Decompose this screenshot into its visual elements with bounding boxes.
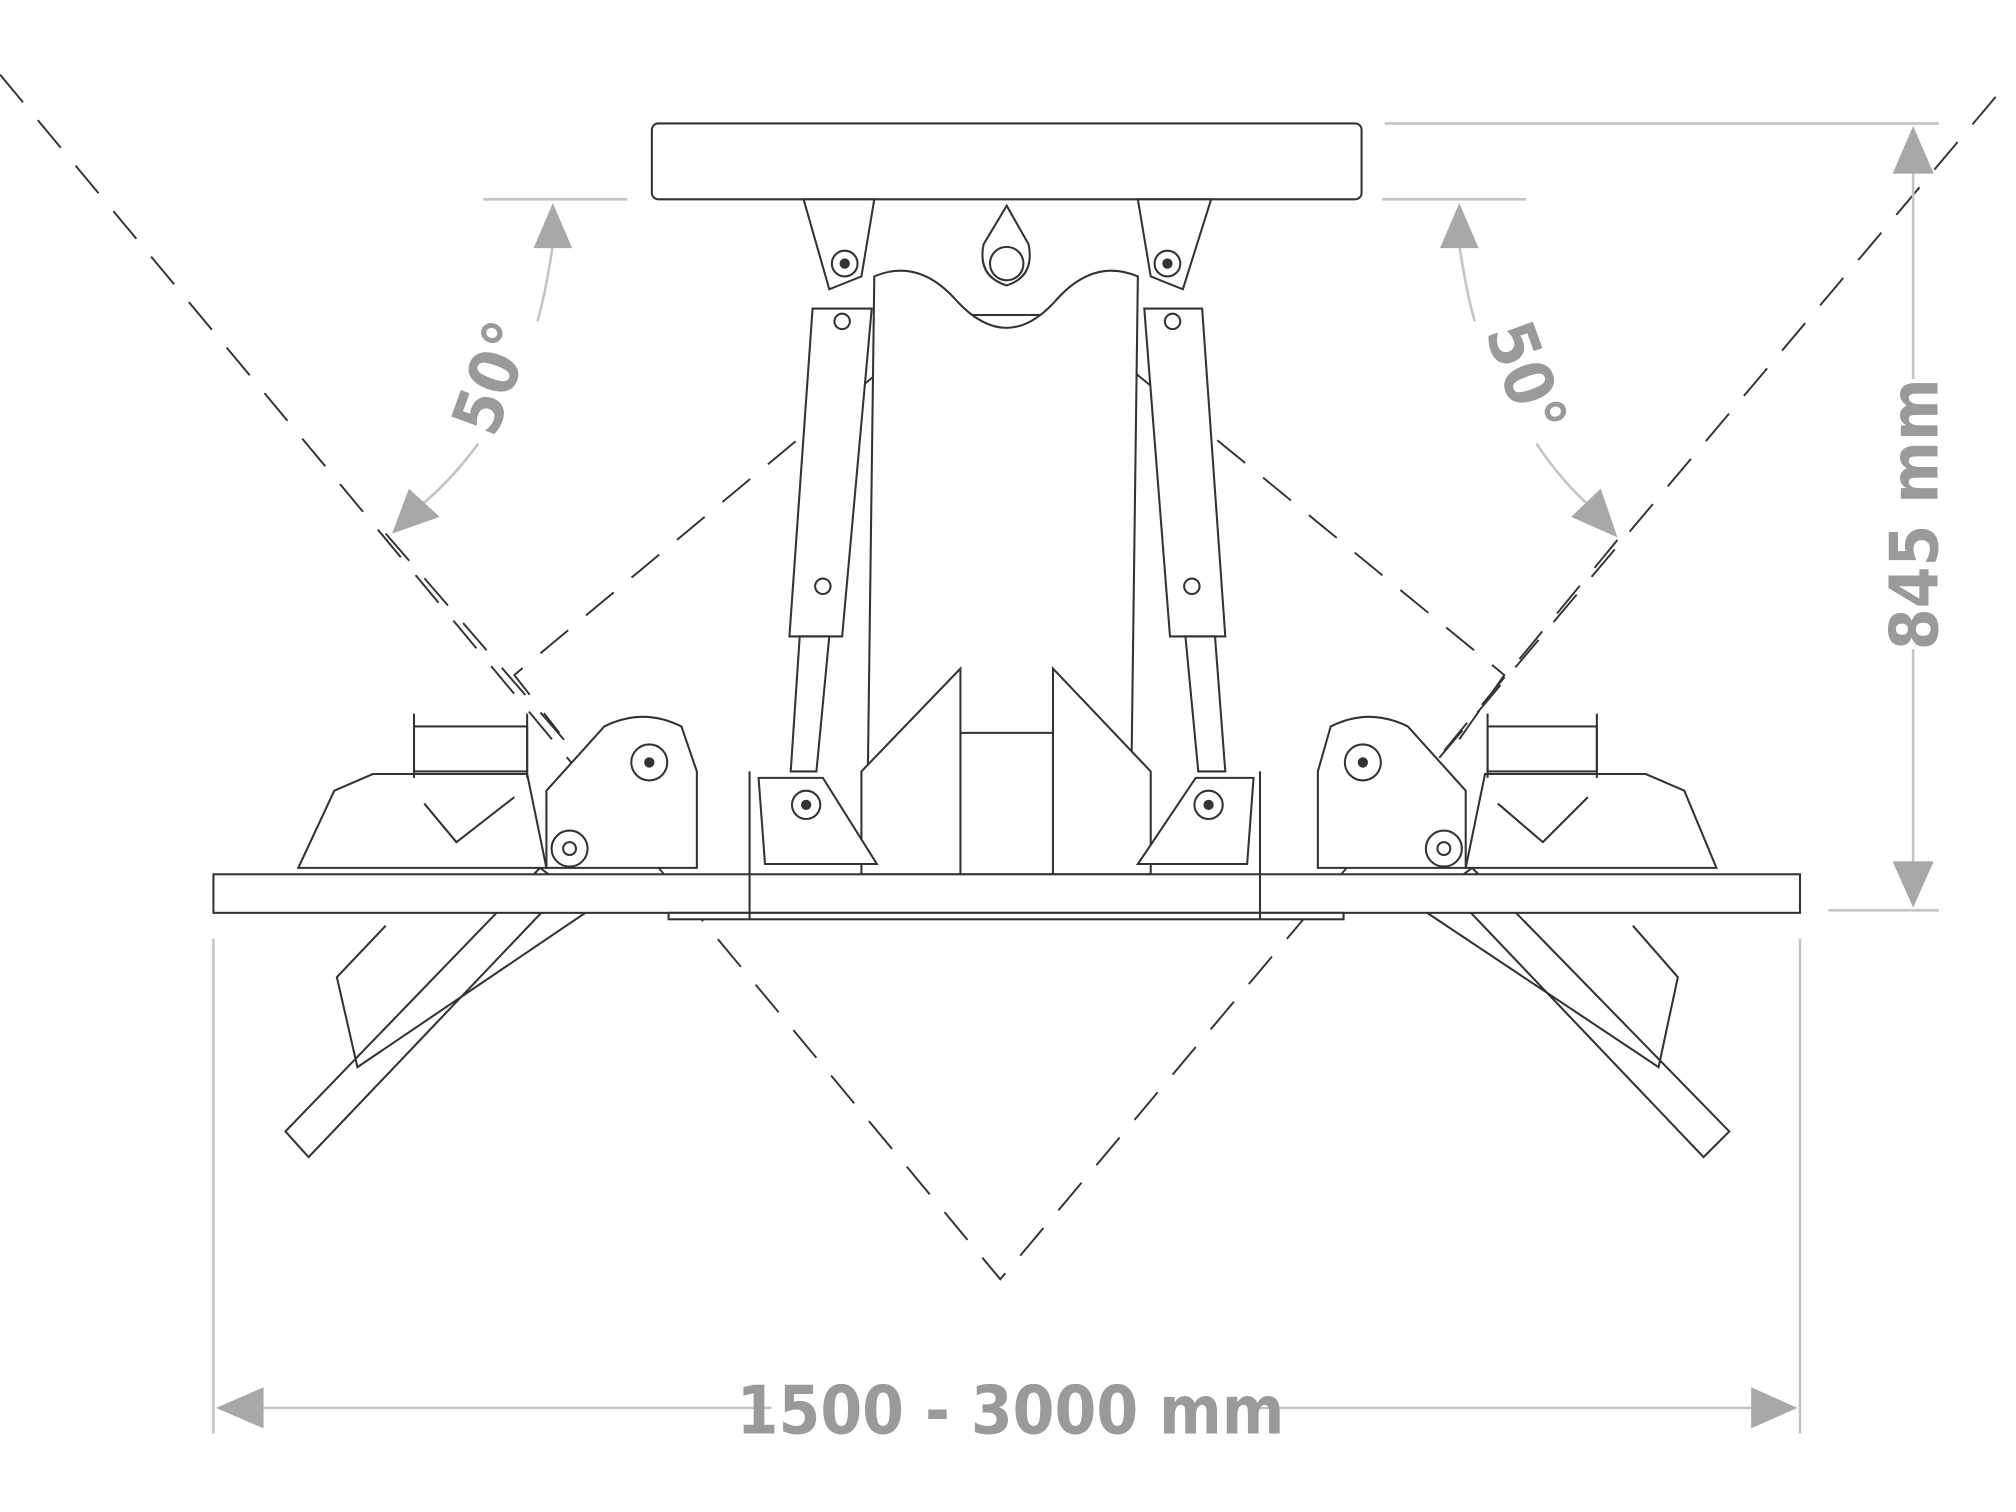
height-label: 845 mm [1876,378,1954,650]
angle-left-label: 50° [437,311,549,445]
angle-right-label: 50° [1470,311,1582,445]
angle-left: 50° [392,198,628,534]
top-mounting-plate [650,122,1363,201]
arrow-right-icon [1751,1387,1798,1429]
dimension-width: 1500 - 3000 mm [212,938,1802,1450]
dimension-height: 845 mm [1384,122,1954,912]
angle-right: 50° [1382,198,1618,538]
tilt-guide-lines [0,73,2001,1281]
cylinder-left [757,198,879,866]
base-beam [212,771,1802,921]
arrow-up-icon [1892,126,1934,174]
arrow-left-icon [216,1387,264,1429]
side-pad-left [296,713,698,869]
central-column [860,203,1152,876]
side-pad-right [1316,713,1718,869]
cylinder-right [1135,198,1255,866]
arrow-down-icon [1892,861,1934,908]
width-label: 1500 - 3000 mm [737,1372,1285,1450]
